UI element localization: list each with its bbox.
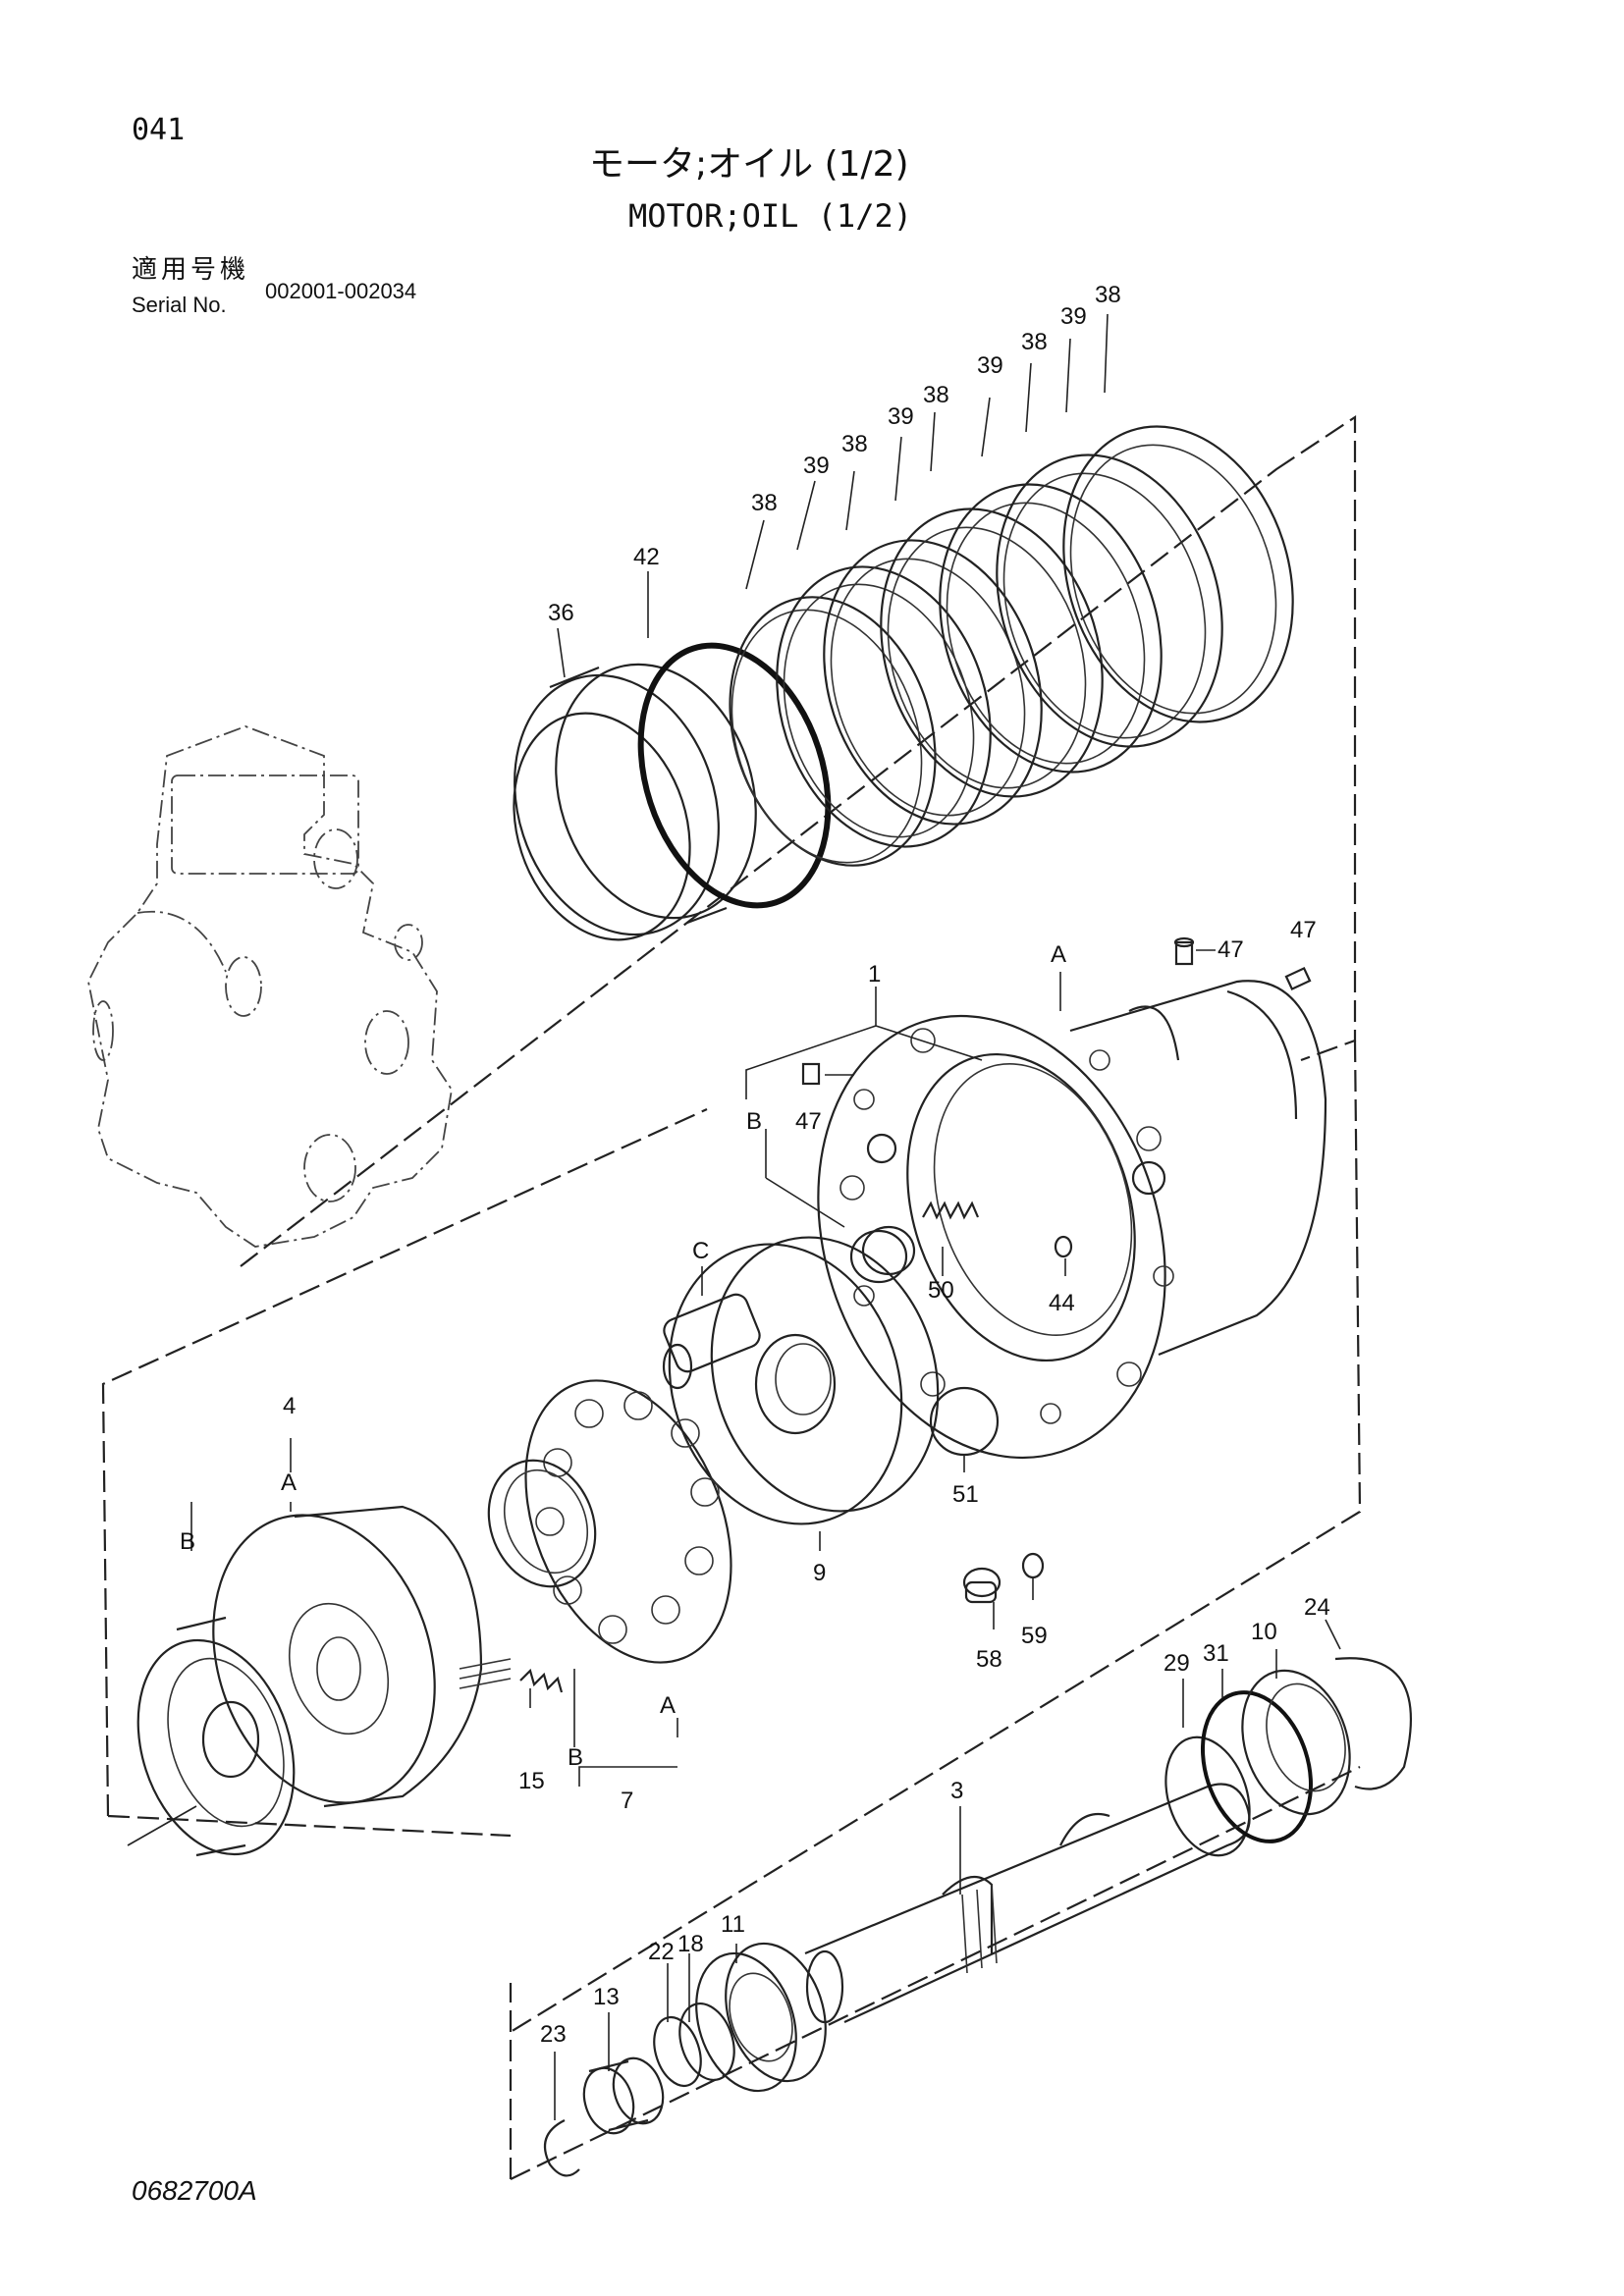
callout-C: C (692, 1238, 709, 1264)
callout-38: 38 (751, 490, 778, 516)
callout-59: 59 (1021, 1623, 1048, 1649)
drawing-code: 0682700A (132, 2175, 257, 2206)
callout-29: 29 (1164, 1650, 1190, 1677)
callout-39: 39 (1060, 303, 1087, 330)
bearing-11 (695, 1942, 827, 2093)
callout-10: 10 (1251, 1619, 1277, 1645)
callout-15: 15 (518, 1768, 545, 1794)
callout-47: 47 (1218, 936, 1244, 963)
serial-label-japanese: 適用号機 (132, 255, 250, 285)
bottom-group-frame (509, 1766, 1361, 2180)
callout-A: A (660, 1692, 676, 1719)
snap-ring-24 (1334, 1657, 1412, 1790)
leader-lines (127, 313, 1341, 2120)
page-title-english: MOTOR;OIL (1/2) (628, 197, 912, 235)
callout-labels: 36 42 38 39 38 39 38 39 38 39 38 1 A 47 … (180, 282, 1330, 2048)
callout-9: 9 (813, 1560, 826, 1586)
callout-39: 39 (977, 352, 1003, 379)
spool-C (662, 1293, 761, 1390)
callout-38: 38 (923, 382, 949, 408)
motor-housing-1 (817, 980, 1327, 1460)
callout-A: A (1051, 941, 1066, 968)
o-ring-59 (1021, 1552, 1045, 1579)
plug-47-right (1284, 966, 1312, 991)
serial-label-english: Serial No. (132, 293, 227, 317)
cover-10 (1241, 1669, 1351, 1816)
friction-plate-stack (729, 425, 1294, 867)
spring-15 (519, 1668, 564, 1693)
page-number: 041 (132, 113, 186, 147)
callout-47: 47 (1290, 917, 1317, 943)
snap-ring-23 (543, 2119, 580, 2177)
callout-A: A (281, 1469, 297, 1496)
collar-13 (582, 2056, 665, 2135)
o-ring-42 (637, 642, 832, 909)
valve-plate-9 (668, 1236, 940, 1525)
piston-36 (513, 663, 757, 941)
callout-42: 42 (633, 544, 660, 570)
callout-22: 22 (648, 1939, 675, 1965)
output-shaft-3 (804, 1783, 1251, 2024)
callout-44: 44 (1049, 1290, 1075, 1316)
motor-housing-outline (87, 725, 453, 1248)
top-group-frame (240, 414, 1357, 1267)
callout-58: 58 (976, 1646, 1002, 1673)
cylinder-block-4 (212, 1505, 512, 1808)
callout-38: 38 (1095, 282, 1121, 308)
spool-50 (849, 1225, 916, 1284)
callout-51: 51 (952, 1481, 979, 1508)
callout-36: 36 (548, 600, 574, 626)
callout-7: 7 (621, 1788, 633, 1814)
callout-50: 50 (928, 1277, 954, 1304)
callout-38: 38 (841, 431, 868, 457)
callout-31: 31 (1203, 1640, 1229, 1667)
retainer-plate-7 (487, 1379, 732, 1664)
callout-B: B (568, 1744, 583, 1771)
callout-24: 24 (1304, 1594, 1330, 1621)
ring-18 (678, 2002, 735, 2081)
callout-18: 18 (677, 1931, 704, 1957)
callout-B: B (180, 1528, 195, 1555)
serial-number-range: 002001-002034 (265, 279, 417, 303)
callout-39: 39 (803, 453, 830, 479)
callout-13: 13 (593, 1984, 620, 2010)
plug-47-top (1173, 936, 1195, 966)
callout-3: 3 (950, 1778, 963, 1804)
ring-22 (653, 2015, 702, 2088)
callout-1: 1 (868, 961, 881, 988)
callout-11: 11 (721, 1911, 745, 1938)
callout-B: B (746, 1108, 762, 1135)
plug-47-left (801, 1062, 821, 1086)
piston-plate-B (136, 1616, 296, 1857)
callout-38: 38 (1021, 329, 1048, 355)
o-ring-44 (1054, 1235, 1073, 1258)
callout-4: 4 (283, 1393, 296, 1419)
spring-50 (922, 1201, 980, 1220)
middle-group-frame (101, 1040, 1362, 2033)
o-ring-31 (1200, 1690, 1314, 1843)
page-title-japanese: モータ;オイル (1/2) (589, 144, 909, 185)
plug-58 (962, 1567, 1001, 1604)
callout-39: 39 (888, 403, 914, 430)
callout-47: 47 (795, 1108, 822, 1135)
seal-29 (1164, 1735, 1251, 1857)
callout-23: 23 (540, 2021, 567, 2048)
